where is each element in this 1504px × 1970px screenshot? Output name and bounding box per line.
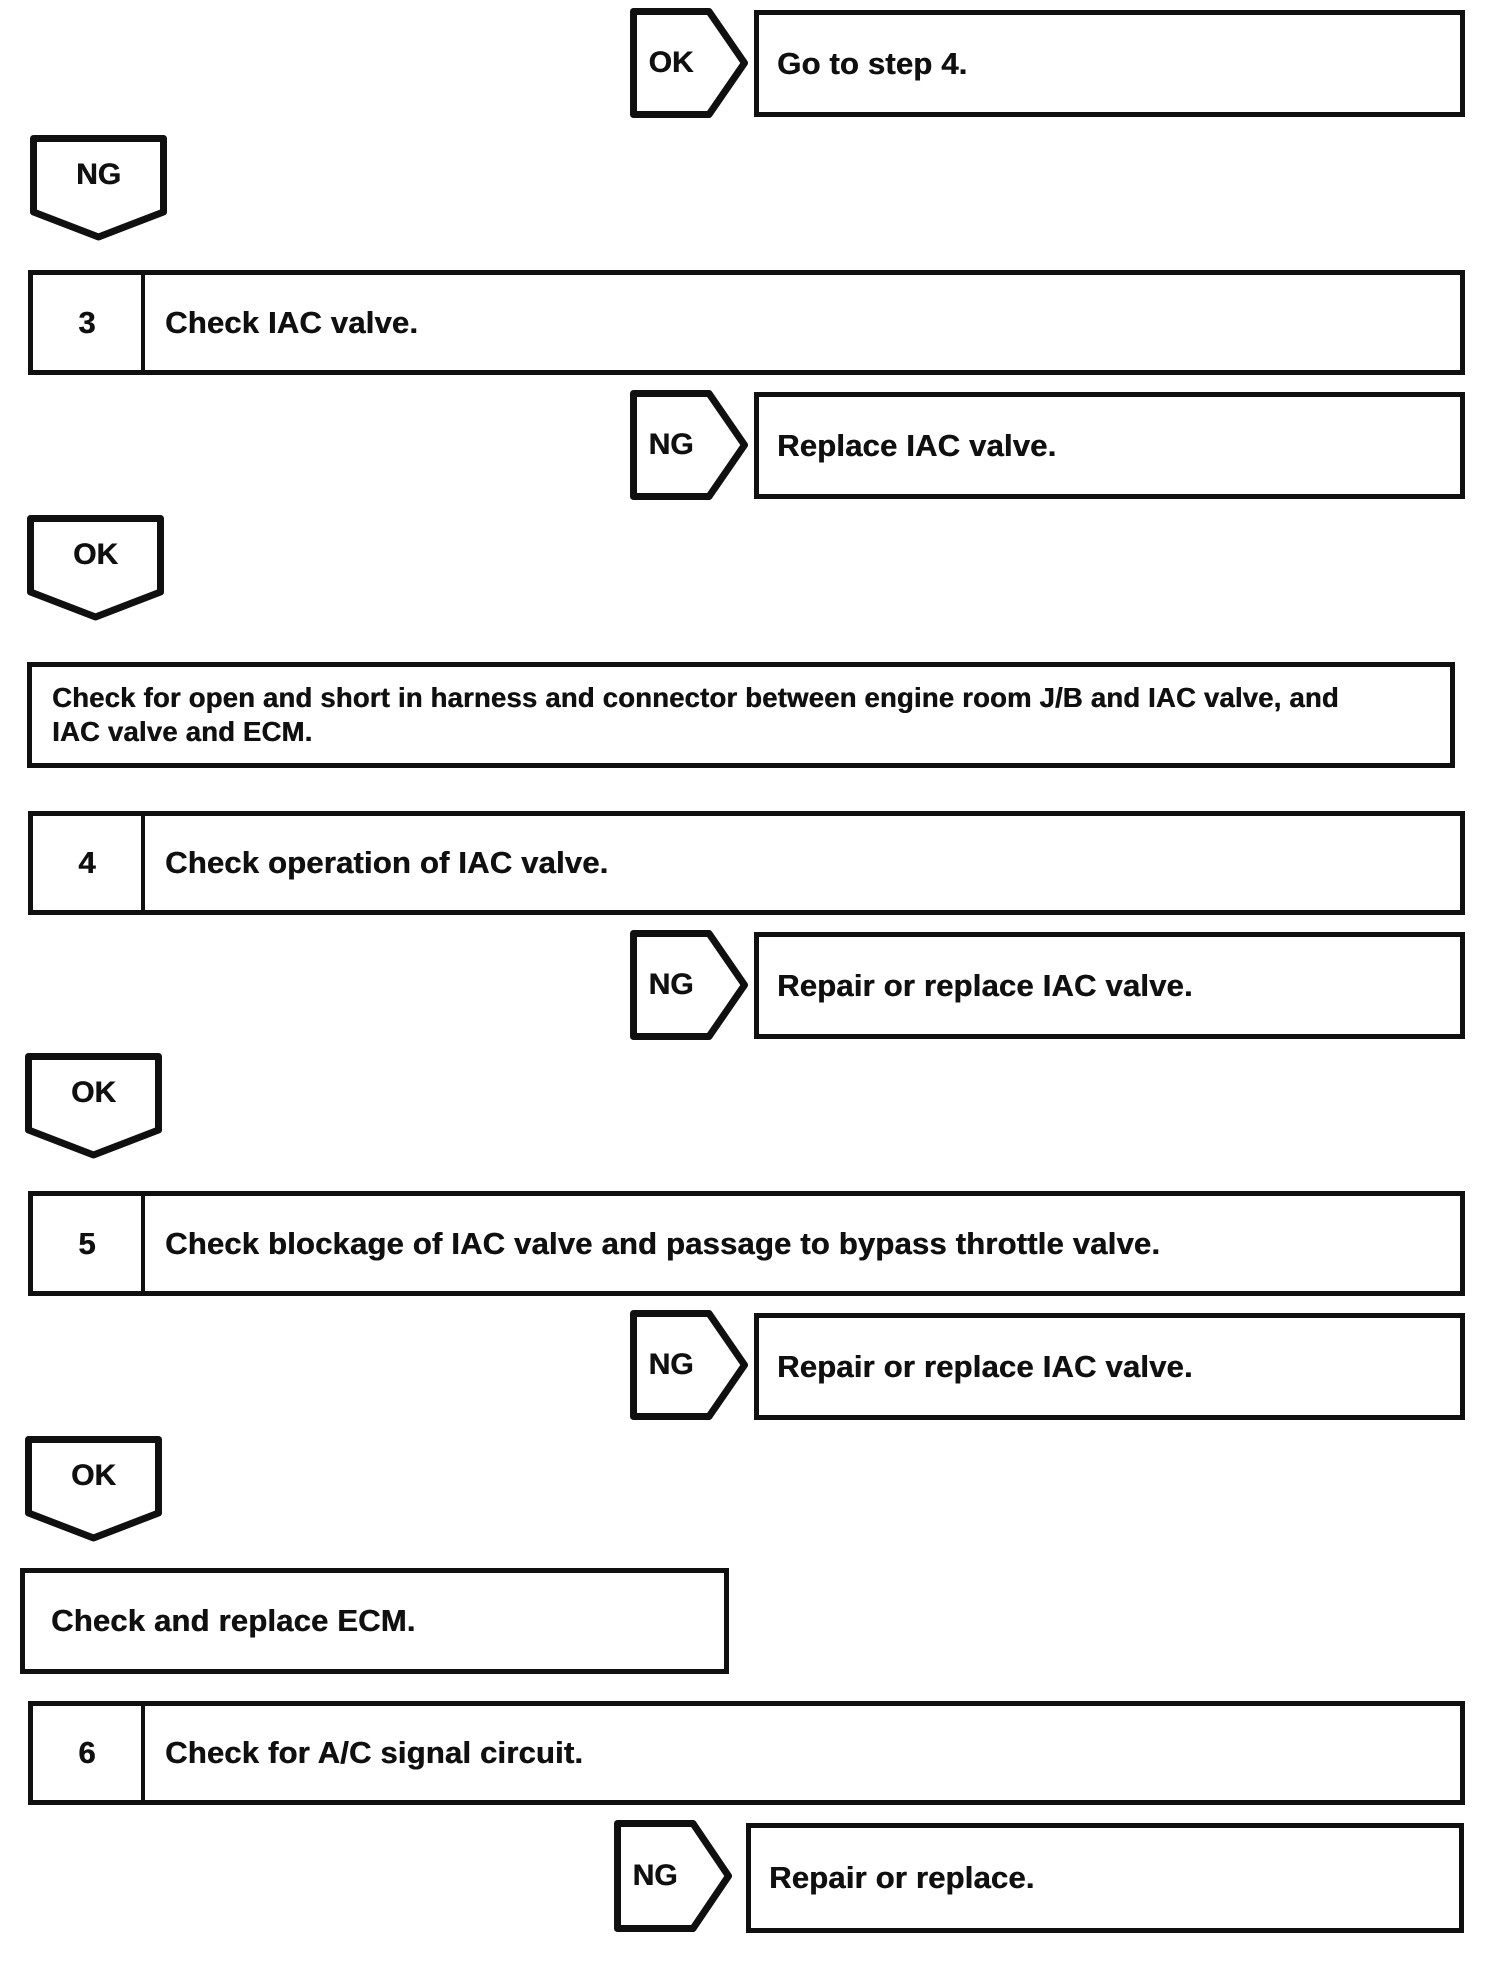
down-pentagon-icon <box>27 515 164 621</box>
action-text: Repair or replace IAC valve. <box>777 1348 1193 1384</box>
ecm-action-box: Check and replace ECM. <box>20 1568 729 1674</box>
down-pentagon-icon <box>25 1436 162 1542</box>
ecm-action-text: Check and replace ECM. <box>51 1603 416 1638</box>
ok-arrow-tag: OK <box>630 8 748 118</box>
ng-arrow-tag: NG <box>614 1820 732 1932</box>
right-pentagon-icon <box>630 390 748 500</box>
ng-arrow-tag: NG <box>630 390 748 500</box>
action-text: Replace IAC valve. <box>777 427 1057 463</box>
step-instruction: Check IAC valve. <box>165 304 419 340</box>
action-text: Repair or replace. <box>769 1860 1035 1895</box>
step-5-box: 5 Check blockage of IAC valve and passag… <box>28 1191 1465 1296</box>
note-line-2: IAC valve and ECM. <box>52 716 313 747</box>
step-instruction: Check blockage of IAC valve and passage … <box>165 1225 1161 1261</box>
action-box-replace-iac-valve: Replace IAC valve. <box>754 392 1465 499</box>
down-pentagon-icon <box>25 1053 162 1159</box>
ok-tag-label: OK <box>71 1459 116 1492</box>
step-6-box: 6 Check for A/C signal circuit. <box>28 1701 1465 1805</box>
harness-check-note-text: Check for open and short in harness and … <box>32 681 1339 749</box>
ok-tag-label: OK <box>648 46 694 79</box>
down-pentagon-icon <box>30 135 167 241</box>
step-number: 3 <box>33 275 145 370</box>
action-box-repair-or-replace-iac-valve: Repair or replace IAC valve. <box>754 1313 1465 1420</box>
right-pentagon-icon <box>630 930 748 1040</box>
action-box-repair-or-replace: Repair or replace. <box>746 1823 1464 1933</box>
ng-arrow-tag: NG <box>630 1310 748 1420</box>
step-3-box: 3 Check IAC valve. <box>28 270 1465 375</box>
ng-down-connector: NG <box>30 135 167 241</box>
step-number: 5 <box>33 1196 145 1291</box>
ng-tag-label: NG <box>632 1859 678 1892</box>
ng-arrow-tag: NG <box>630 930 748 1040</box>
step-number: 4 <box>33 816 145 910</box>
right-pentagon-icon <box>614 1820 732 1932</box>
step-instruction: Check for A/C signal circuit. <box>165 1735 584 1770</box>
action-box-go-to-step-4: Go to step 4. <box>754 10 1465 117</box>
ok-tag-label: OK <box>71 1076 116 1109</box>
note-line-1: Check for open and short in harness and … <box>52 682 1339 713</box>
ng-tag-label: NG <box>648 1348 694 1381</box>
ng-tag-label: NG <box>648 428 694 461</box>
action-box-repair-or-replace-iac-valve: Repair or replace IAC valve. <box>754 932 1465 1039</box>
ok-down-connector: OK <box>27 515 164 621</box>
step-instruction: Check operation of IAC valve. <box>165 845 609 880</box>
action-text: Repair or replace IAC valve. <box>777 967 1193 1003</box>
step-number: 6 <box>33 1706 145 1800</box>
harness-check-note-box: Check for open and short in harness and … <box>27 662 1455 768</box>
ok-down-connector: OK <box>25 1053 162 1159</box>
ng-tag-label: NG <box>648 968 694 1001</box>
right-pentagon-icon <box>630 8 748 118</box>
action-text: Go to step 4. <box>777 45 968 81</box>
ok-down-connector: OK <box>25 1436 162 1542</box>
ng-tag-label: NG <box>76 158 121 191</box>
ok-tag-label: OK <box>73 538 118 571</box>
step-4-box: 4 Check operation of IAC valve. <box>28 811 1465 915</box>
right-pentagon-icon <box>630 1310 748 1420</box>
